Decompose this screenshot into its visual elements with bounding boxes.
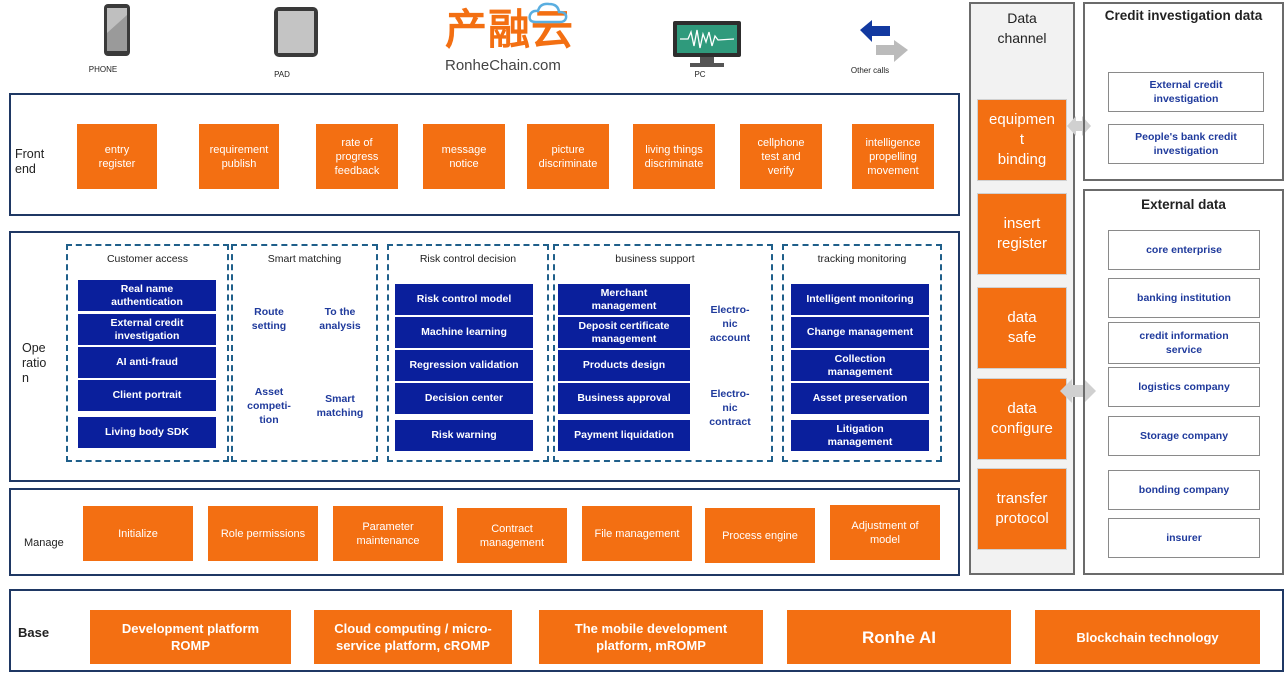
frontend-progress-feedback: rate of progress feedback: [316, 124, 398, 189]
frontend-living-discriminate: living things discriminate: [633, 124, 715, 189]
business-electronic-account: Electro- nic account: [709, 304, 751, 344]
frontend-picture-discriminate: picture discriminate: [527, 124, 609, 189]
channel-transfer-protocol: transfer protocol: [977, 468, 1067, 550]
smart-matching-group: Smart matching: [231, 244, 378, 462]
phone-icon: [103, 3, 131, 57]
business-products-design: Products design: [558, 350, 690, 381]
customer-external-credit: External credit investigation: [78, 314, 216, 345]
external-credit-information: credit information service: [1108, 322, 1260, 364]
other-calls-label: Other calls: [850, 66, 890, 75]
customer-real-name: Real name authentication: [78, 280, 216, 311]
smart-asset-competition: Asset competi- tion: [247, 386, 291, 426]
risk-control-title: Risk control decision: [419, 253, 517, 265]
external-core-enterprise: core enterprise: [1108, 230, 1260, 270]
business-merchant-management: Merchant management: [558, 284, 690, 315]
logo-text-cn: 产融云: [445, 6, 575, 53]
business-deposit-certificate: Deposit certificate management: [558, 317, 690, 348]
base-cloud-computing: Cloud computing / micro- service platfor…: [314, 610, 512, 664]
base-ronhe-ai: Ronhe AI: [787, 610, 1011, 664]
tracking-litigation-management: Litigation management: [791, 420, 929, 451]
smart-matching-title: Smart matching: [267, 253, 342, 265]
frontend-intelligence-propelling: intelligence propelling movement: [852, 124, 934, 189]
logo-text-en: RonheChain.com: [445, 57, 561, 74]
base-mobile-development: The mobile development platform, mROMP: [539, 610, 763, 664]
customer-ai-antifraud: AI anti-fraud: [78, 347, 216, 378]
exchange-icon: [858, 18, 910, 62]
frontend-label: Front end: [15, 147, 45, 176]
customer-access-title: Customer access: [106, 253, 189, 265]
tracking-intelligent-monitoring: Intelligent monitoring: [791, 284, 929, 315]
double-arrow-icon: [1060, 378, 1096, 404]
external-banking-institution: banking institution: [1108, 278, 1260, 318]
manage-label: Manage: [24, 537, 64, 549]
manage-file-management: File management: [582, 506, 692, 561]
cloud-icon: [528, 2, 568, 24]
manage-process-engine: Process engine: [705, 508, 815, 563]
pc-label: PC: [694, 70, 706, 79]
frontend-cellphone-verify: cellphone test and verify: [740, 124, 822, 189]
tracking-collection-management: Collection management: [791, 350, 929, 381]
pc-icon: [672, 20, 742, 70]
manage-panel: [9, 488, 960, 576]
channel-insert-register: insert register: [977, 193, 1067, 275]
operation-panel: [9, 231, 960, 482]
frontend-message-notice: message notice: [423, 124, 505, 189]
business-payment-liquidation: Payment liquidation: [558, 420, 690, 451]
external-data-title: External data: [1141, 197, 1226, 212]
tracking-asset-preservation: Asset preservation: [791, 383, 929, 414]
manage-contract-management: Contract management: [457, 508, 567, 563]
risk-machine-learning: Machine learning: [395, 317, 533, 348]
channel-data-safe: data safe: [977, 287, 1067, 369]
customer-client-portrait: Client portrait: [78, 380, 216, 411]
data-channel-title: Data channel: [997, 10, 1047, 46]
manage-role-permissions: Role permissions: [208, 506, 318, 561]
base-development-platform: Development platform ROMP: [90, 610, 291, 664]
credit-data-title: Credit investigation data: [1104, 8, 1263, 23]
frontend-entry-register: entry register: [77, 124, 157, 189]
manage-parameter-maintenance: Parameter maintenance: [333, 506, 443, 561]
smart-to-analysis: To the analysis: [319, 306, 361, 332]
base-blockchain: Blockchain technology: [1035, 610, 1260, 664]
business-approval: Business approval: [558, 383, 690, 414]
manage-adjustment-model: Adjustment of model: [830, 505, 940, 560]
risk-regression-validation: Regression validation: [395, 350, 533, 381]
channel-equipment-binding: equipmen t binding: [977, 99, 1067, 181]
frontend-requirement-publish: requirement publish: [199, 124, 279, 189]
risk-decision-center: Decision center: [395, 383, 533, 414]
external-logistics-company: logistics company: [1108, 367, 1260, 407]
external-data-panel: [1083, 189, 1284, 575]
risk-control-model: Risk control model: [395, 284, 533, 315]
business-electronic-contract: Electro- nic contract: [709, 388, 751, 428]
credit-external-investigation: External credit investigation: [1108, 72, 1264, 112]
base-panel: [9, 589, 1284, 672]
pad-label: PAD: [274, 70, 290, 79]
business-support-group: business support: [553, 244, 773, 462]
frontend-panel: [9, 93, 960, 216]
operation-label: Ope ratio n: [22, 341, 47, 385]
phone-label: PHONE: [88, 65, 118, 74]
tracking-monitoring-group: tracking monitoring: [782, 244, 942, 462]
smart-smart-matching: Smart matching: [316, 393, 364, 419]
credit-peoples-bank: People's bank credit investigation: [1108, 124, 1264, 164]
smart-route-setting: Route setting: [251, 306, 287, 332]
tracking-change-management: Change management: [791, 317, 929, 348]
credit-data-panel: [1083, 2, 1284, 181]
channel-data-configure: data configure: [977, 378, 1067, 460]
external-bonding-company: bonding company: [1108, 470, 1260, 510]
external-insurer: insurer: [1108, 518, 1260, 558]
pad-icon: [273, 6, 319, 58]
double-arrow-icon: [1067, 115, 1091, 137]
customer-living-sdk: Living body SDK: [78, 417, 216, 448]
risk-control-group: Risk control decision: [387, 244, 549, 462]
tracking-monitoring-title: tracking monitoring: [817, 253, 907, 265]
business-support-title: business support: [615, 253, 695, 265]
external-storage-company: Storage company: [1108, 416, 1260, 456]
base-label: Base: [18, 625, 50, 640]
risk-warning: Risk warning: [395, 420, 533, 451]
customer-access-group: Customer access: [66, 244, 229, 462]
manage-initialize: Initialize: [83, 506, 193, 561]
